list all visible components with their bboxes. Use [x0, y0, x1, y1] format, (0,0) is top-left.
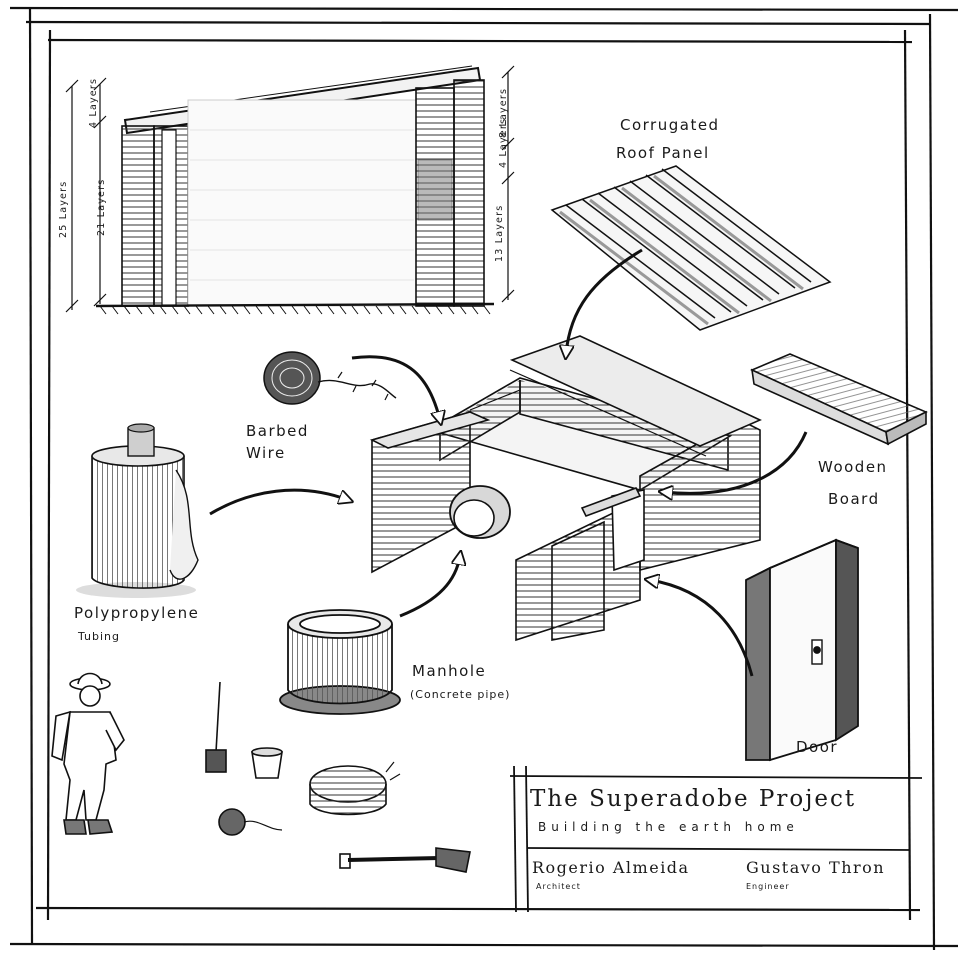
superadobe-house-iso — [369, 335, 762, 642]
label-manhole-line1: Manhole — [412, 662, 487, 680]
sheet-frame — [9, 6, 959, 951]
title-block-frame — [509, 765, 923, 913]
engineer-role: Engineer — [746, 882, 790, 891]
label-board-line2: Board — [828, 490, 880, 508]
label-tubing-line2: Tubing — [78, 630, 121, 643]
dim-left-total: 25 Layers — [58, 180, 69, 238]
manhole-concrete-pipe — [279, 609, 401, 715]
tools — [205, 681, 471, 873]
architect-name: Rogerio Almeida — [532, 858, 690, 877]
left-wall-bags — [121, 125, 189, 307]
label-roof-line2: Roof Panel — [616, 144, 710, 162]
label-tubing-line1: Polypropylene — [74, 604, 200, 622]
barbed-wire-coil — [263, 351, 397, 405]
door — [745, 538, 859, 762]
label-manhole-line2: (Concrete pipe) — [410, 688, 511, 701]
dim-right-bottom: 13 Layers — [494, 204, 505, 262]
engineer-name: Gustavo Thron — [746, 858, 886, 877]
dim-left-bottom: 21 Layers — [96, 178, 107, 236]
architect-role: Architect — [536, 882, 581, 891]
dim-right-middle: 8 Layers — [498, 87, 509, 138]
wooden-board — [750, 353, 928, 446]
label-roof-line1: Corrugated — [620, 116, 720, 134]
project-subtitle: Building the earth home — [538, 820, 799, 834]
assembly-arrows — [209, 248, 808, 677]
right-wall-bags — [415, 79, 485, 307]
dim-left-top: 4 Layers — [88, 77, 99, 128]
title-block: The Superadobe Project Building the eart… — [514, 766, 922, 912]
elevation-view — [65, 65, 515, 315]
label-barbed-line1: Barbed — [246, 422, 309, 440]
corrugated-roof-panel — [550, 165, 832, 331]
label-board-line1: Wooden — [818, 458, 888, 476]
worker-figure — [51, 672, 125, 835]
label-door: Door — [796, 738, 839, 756]
label-barbed-line2: Wire — [246, 444, 286, 462]
polypropylene-tubing-roll — [76, 423, 199, 598]
project-title: The Superadobe Project — [530, 786, 857, 812]
